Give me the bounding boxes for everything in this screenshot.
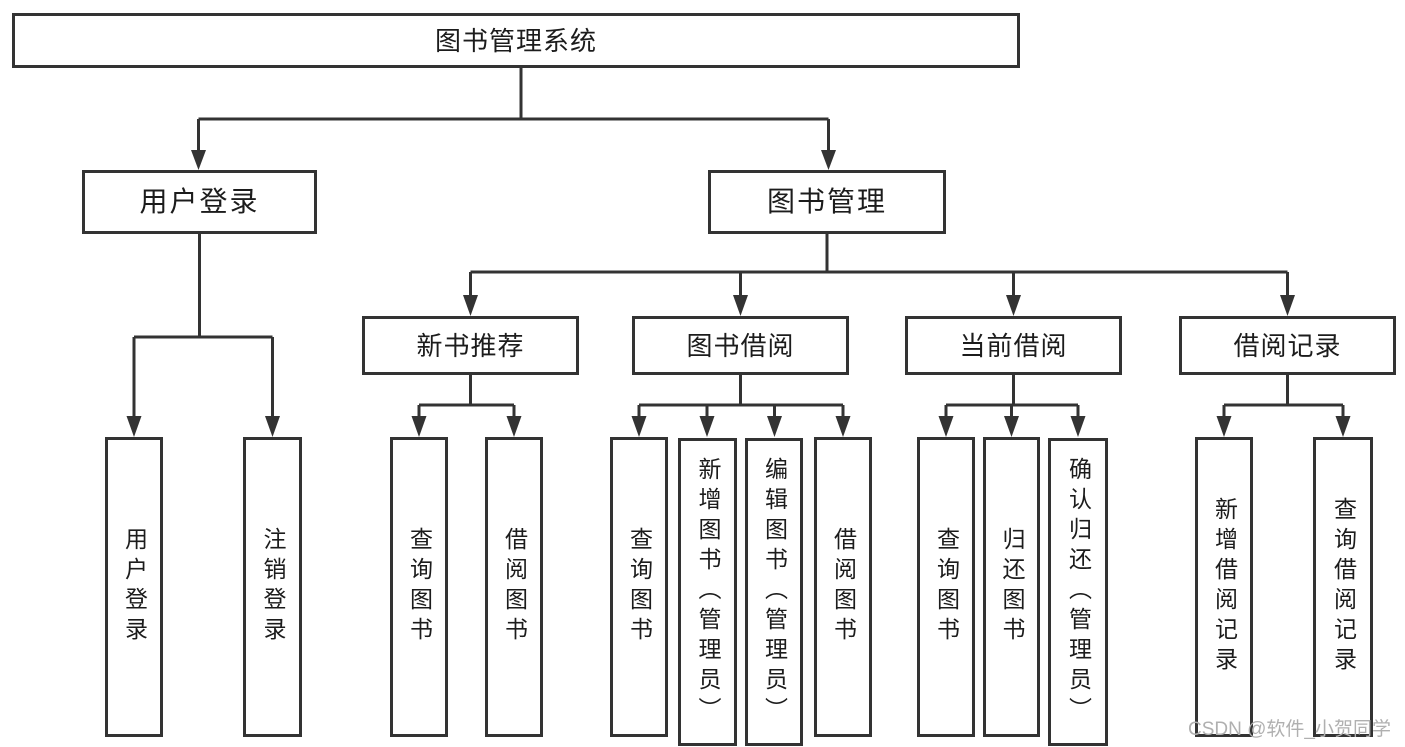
node-user-login-logout: 注销登录 (243, 437, 302, 737)
node-book-borrow: 图书借阅 (632, 316, 849, 375)
arrow-down-icon (835, 416, 851, 437)
node-newbook-query-book: 查询图书 (390, 437, 448, 737)
connector-book-borrow-path (637, 375, 845, 418)
arrow-down-icon (506, 416, 522, 437)
node-borrow-edit-book-admin: 编辑图书（管理员） (745, 438, 803, 746)
arrow-down-icon (1004, 416, 1019, 437)
node-record-add-record: 新增借阅记录 (1195, 437, 1253, 737)
connector-borrow-record-branch (1216, 375, 1351, 437)
node-root: 图书管理系统 (12, 13, 1020, 68)
arrow-down-icon (699, 416, 715, 437)
node-borrow-add-book-admin: 新增图书（管理员） (678, 438, 737, 746)
arrow-down-icon (767, 416, 782, 437)
csdn-watermark: CSDN @软件_小贺同学 (1188, 719, 1391, 740)
node-user-login-login: 用户登录 (105, 437, 163, 737)
node-book-management: 图书管理 (708, 170, 946, 234)
node-user-login: 用户登录 (82, 170, 317, 234)
connector-book-management-branch (463, 234, 1295, 316)
node-borrow-record: 借阅记录 (1179, 316, 1396, 375)
arrow-down-icon (631, 416, 647, 437)
arrow-down-icon (411, 416, 427, 437)
connector-root-path (197, 68, 830, 155)
node-borrow-borrow-book: 借阅图书 (814, 437, 872, 737)
arrow-down-icon (1216, 416, 1232, 437)
arrow-down-icon (126, 416, 142, 437)
connector-user-login-path (132, 234, 274, 420)
connector-new-book-path (417, 375, 516, 418)
node-new-book-recommend: 新书推荐 (362, 316, 579, 375)
connector-new-book-branch (411, 375, 522, 437)
connector-current-borrow-path (944, 375, 1080, 418)
arrow-down-icon (1006, 295, 1021, 316)
node-current-query-book: 查询图书 (917, 437, 975, 737)
arrow-down-icon (463, 295, 478, 316)
arrow-down-icon (191, 150, 206, 170)
arrow-down-icon (1335, 416, 1351, 437)
connector-borrow-record-path (1222, 375, 1345, 418)
arrow-down-icon (1070, 416, 1086, 437)
arrow-down-icon (733, 295, 748, 316)
node-current-confirm-return-admin: 确认归还（管理员） (1048, 438, 1108, 746)
arrow-down-icon (265, 416, 280, 437)
connector-book-borrow-branch (631, 375, 851, 437)
node-current-return-book: 归还图书 (983, 437, 1040, 737)
node-newbook-borrow-book: 借阅图书 (485, 437, 543, 737)
node-record-query-record: 查询借阅记录 (1313, 437, 1373, 737)
arrow-down-icon (1280, 295, 1295, 316)
connector-book-management-path (469, 234, 1289, 297)
arrow-down-icon (938, 416, 954, 437)
connector-root-branch (191, 68, 836, 170)
node-borrow-query-book: 查询图书 (610, 437, 668, 737)
connector-current-borrow-branch (938, 375, 1086, 437)
arrow-down-icon (821, 150, 836, 170)
connector-user-login-branch (126, 234, 280, 437)
node-current-borrow: 当前借阅 (905, 316, 1122, 375)
